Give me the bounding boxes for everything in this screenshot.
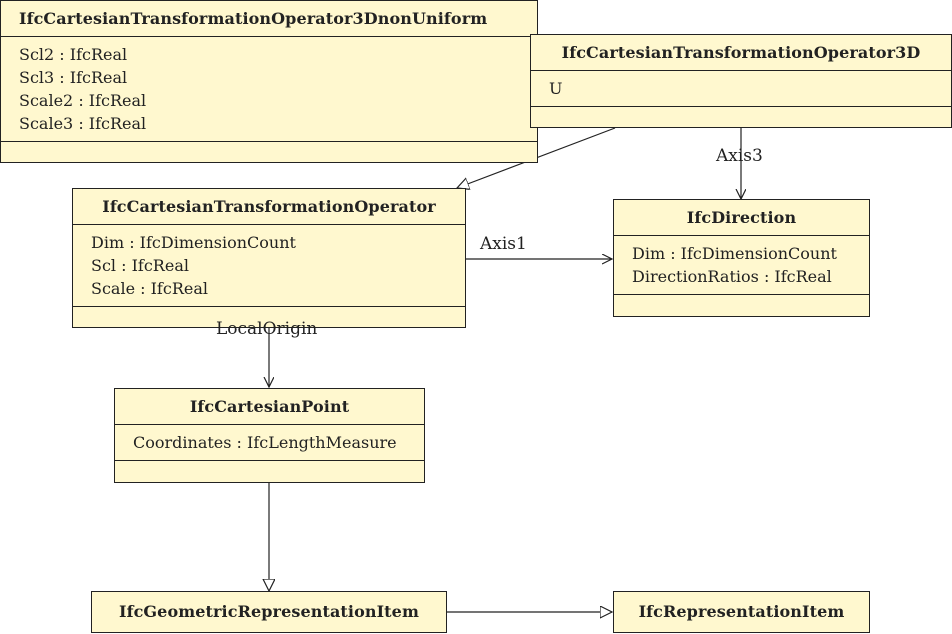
- attribute-scl: Scl : IfcReal: [91, 256, 189, 275]
- attribute-dim: Dim : IfcDimensionCount: [91, 233, 296, 252]
- attribute-scale: Scale : IfcReal: [91, 279, 208, 298]
- class-ifccartesiantransformationoperator3d[interactable]: IfcCartesianTransformationOperator3D U: [530, 34, 952, 128]
- class-ifccartesianpoint[interactable]: IfcCartesianPoint Coordinates : IfcLengt…: [114, 388, 425, 483]
- class-name: IfcCartesianPoint: [189, 397, 350, 416]
- axis1-label: Axis1: [480, 234, 527, 254]
- class-attributes: Scl2 : IfcReal Scl3 : IfcReal Scale2 : I…: [1, 36, 537, 141]
- attribute-scale3: Scale3 : IfcReal: [19, 114, 147, 133]
- attribute-u: U: [549, 79, 563, 98]
- class-operations: [115, 460, 424, 482]
- class-attributes: U: [531, 70, 951, 106]
- class-attributes: Coordinates : IfcLengthMeasure: [115, 424, 424, 460]
- class-ifcdirection[interactable]: IfcDirection Dim : IfcDimensionCount Dir…: [613, 199, 870, 317]
- class-attributes: Dim : IfcDimensionCount Scl : IfcReal Sc…: [73, 224, 465, 306]
- class-name: IfcDirection: [686, 208, 797, 227]
- attribute-scl2: Scl2 : IfcReal: [19, 45, 128, 64]
- class-name: IfcCartesianTransformationOperator3DnonU…: [19, 9, 488, 28]
- attribute-scl3: Scl3 : IfcReal: [19, 68, 128, 87]
- class-ifcrepresentationitem[interactable]: IfcRepresentationItem: [613, 591, 870, 633]
- class-operations: [531, 106, 951, 127]
- class-operations: [1, 141, 537, 162]
- class-attributes: Dim : IfcDimensionCount DirectionRatios …: [614, 235, 869, 294]
- class-ifccartesiantransformationoperator3dnonuniform[interactable]: IfcCartesianTransformationOperator3DnonU…: [0, 0, 538, 163]
- attribute-coordinates: Coordinates : IfcLengthMeasure: [133, 433, 397, 452]
- class-name: IfcGeometricRepresentationItem: [119, 602, 419, 621]
- axis3-label: Axis3: [716, 146, 763, 166]
- attribute-dim: Dim : IfcDimensionCount: [632, 244, 837, 263]
- attribute-directionratios: DirectionRatios : IfcReal: [632, 267, 832, 286]
- class-operations: [73, 306, 465, 327]
- class-name: IfcCartesianTransformationOperator3D: [561, 43, 921, 62]
- attribute-scale2: Scale2 : IfcReal: [19, 91, 147, 110]
- class-name: IfcCartesianTransformationOperator: [102, 197, 436, 216]
- class-ifcgeometricrepresentationitem[interactable]: IfcGeometricRepresentationItem: [91, 591, 447, 633]
- class-ifccartesiantransformationoperator[interactable]: IfcCartesianTransformationOperator Dim :…: [72, 188, 466, 328]
- class-name: IfcRepresentationItem: [638, 602, 845, 621]
- localorigin-label: LocalOrigin: [216, 319, 318, 339]
- class-operations: [614, 294, 869, 316]
